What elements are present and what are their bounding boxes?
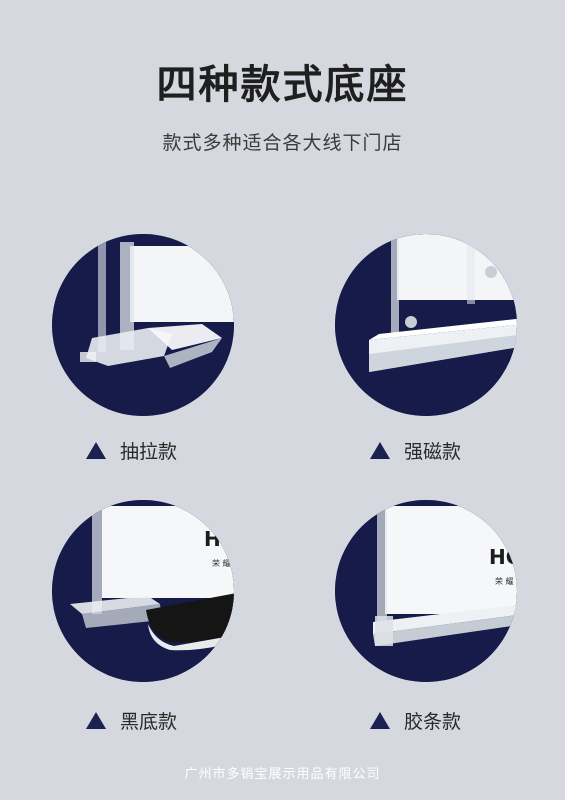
style-image-magnetic <box>335 234 517 416</box>
style-image-pull-out <box>52 234 234 416</box>
triangle-bullet-icon <box>86 712 106 729</box>
page-title: 四种款式底座 <box>156 62 409 108</box>
triangle-bullet-icon <box>370 712 390 729</box>
style-label-text: 强磁款 <box>404 441 462 463</box>
sign-text: HC <box>204 527 234 551</box>
style-image-rubber-strip: HC 荣 耀 <box>335 500 517 682</box>
style-image-black-base: HC 荣 耀 <box>52 500 234 682</box>
company-watermark: 广州市多销宝展示用品有限公司 <box>184 767 381 782</box>
style-label-text: 抽拉款 <box>120 441 178 463</box>
style-label-rubber-strip: 胶条款 <box>370 707 461 734</box>
style-label-text: 胶条款 <box>404 711 462 733</box>
triangle-bullet-icon <box>86 442 106 459</box>
style-label-text: 黑底款 <box>120 711 178 733</box>
page-subtitle: 款式多种适合各大线下门店 <box>162 132 403 154</box>
triangle-bullet-icon <box>370 442 390 459</box>
style-label-magnetic: 强磁款 <box>370 437 461 464</box>
sign-subtext: 荣 耀 <box>495 576 514 586</box>
style-label-pull-out: 抽拉款 <box>86 437 177 464</box>
sign-text: HC <box>489 545 517 569</box>
sign-subtext: 荣 耀 <box>212 558 231 568</box>
style-label-black-base: 黑底款 <box>86 707 177 734</box>
